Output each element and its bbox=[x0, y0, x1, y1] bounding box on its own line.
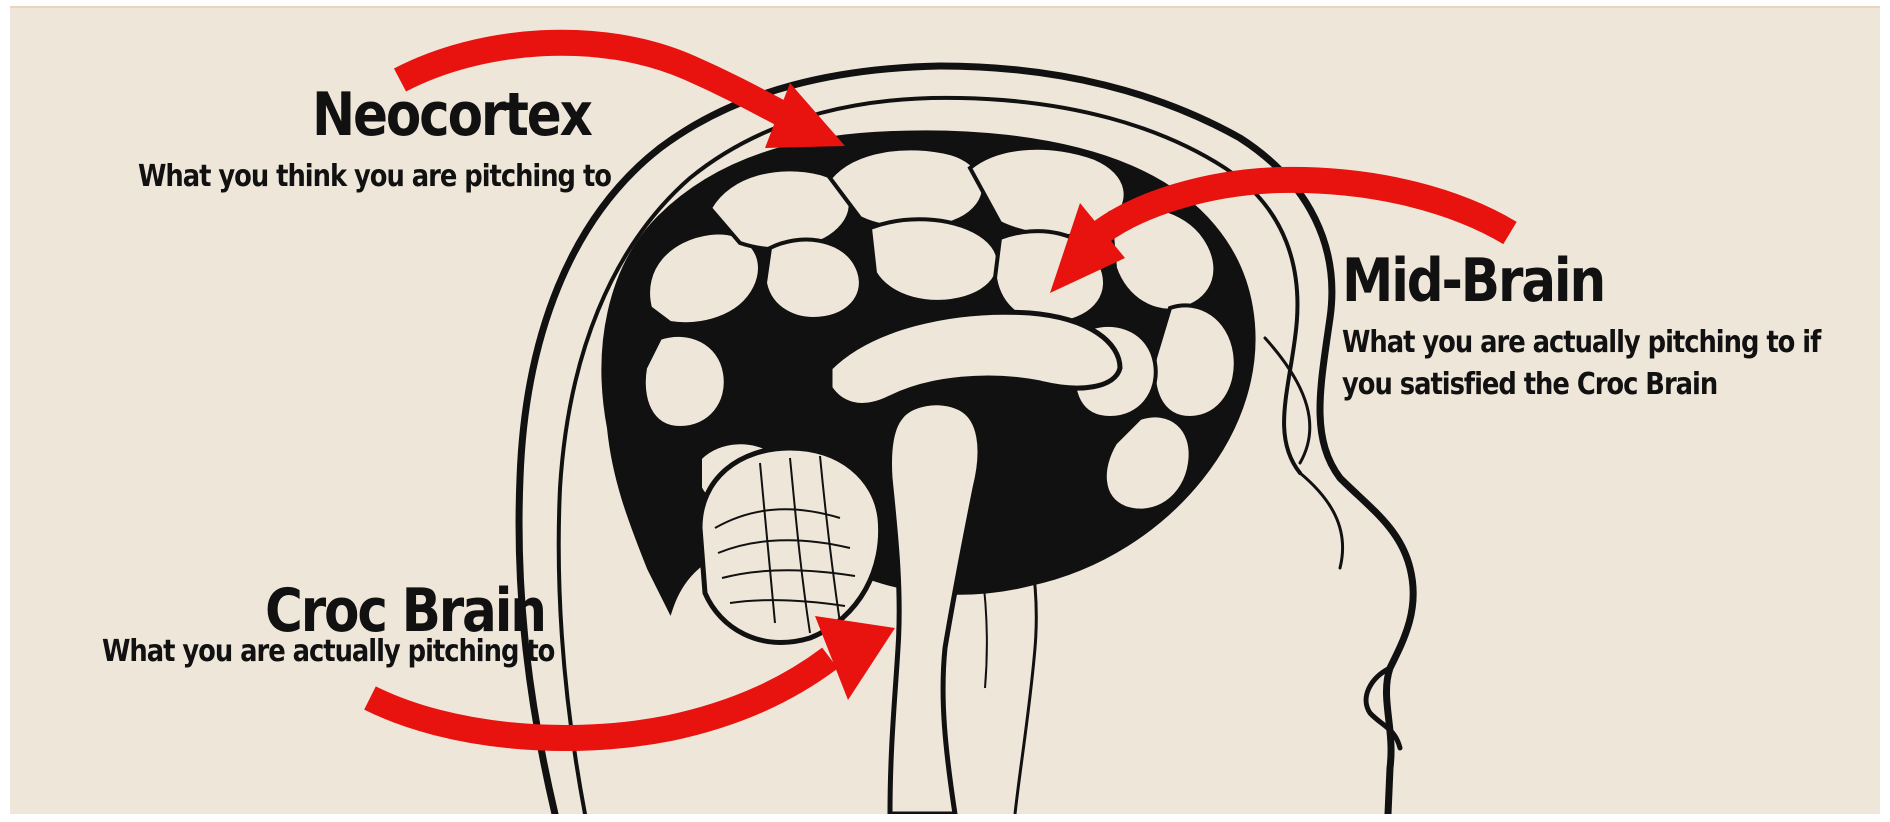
diagram-panel: Neocortex What you think you are pitchin… bbox=[10, 6, 1880, 814]
brain-illustration bbox=[10, 8, 1880, 814]
midbrain-title: Mid-Brain bbox=[1342, 246, 1604, 316]
neocortex-subtitle: What you think you are pitching to bbox=[138, 158, 611, 196]
croc-brain-subtitle: What you are actually pitching to bbox=[102, 633, 554, 671]
midbrain-subtitle-line1: What you are actually pitching to if bbox=[1342, 324, 1820, 362]
neocortex-title: Neocortex bbox=[312, 80, 591, 150]
midbrain-subtitle-line2: you satisfied the Croc Brain bbox=[1342, 366, 1717, 404]
